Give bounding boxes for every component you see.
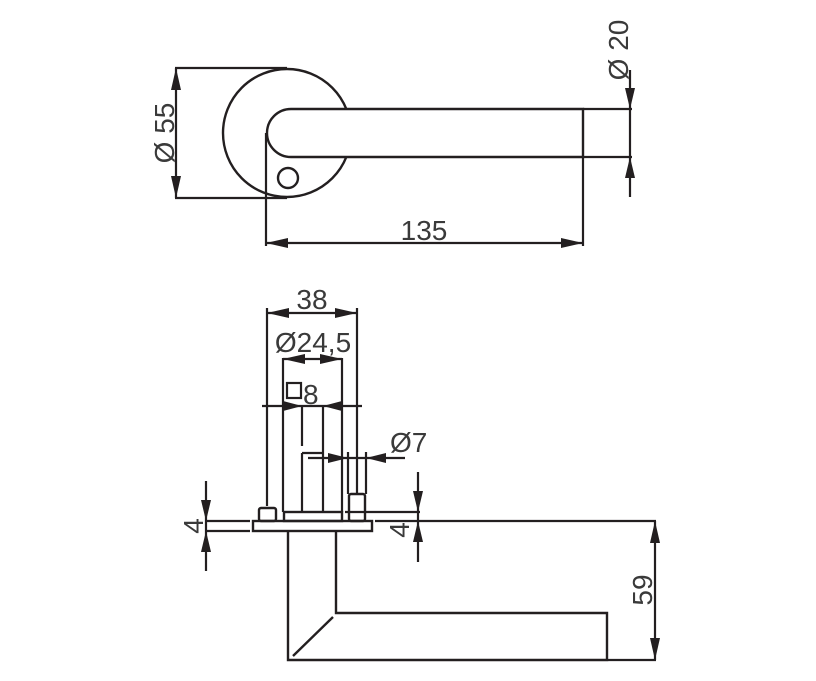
dim-rose-width: 38 — [296, 284, 327, 315]
square-spindle-icon — [285, 381, 303, 400]
top-view: Ø 55 Ø 20 135 — [149, 20, 635, 248]
dim-rose-thickness-left: 4 — [178, 518, 209, 534]
rose-hub — [282, 510, 344, 523]
dim-rose-thickness-right: 4 — [384, 522, 415, 538]
rose-plate — [251, 519, 374, 533]
screw-hole — [276, 166, 300, 190]
screw-boss-left — [257, 506, 278, 523]
dim-lever-length: 135 — [401, 215, 448, 246]
dim-lever-projection: 59 — [627, 574, 658, 605]
dim-rose-diameter: Ø 55 — [149, 103, 180, 164]
dim-spindle-square: 8 — [303, 379, 319, 410]
lever-outline — [265, 107, 585, 159]
lever-side-outline — [286, 531, 609, 662]
side-view: 38 Ø24,5 8 Ø7 4 — [178, 284, 660, 662]
screw-boss-right — [347, 492, 367, 523]
dim-screw-diameter: Ø7 — [390, 427, 427, 458]
dim-lever-diameter: Ø 20 — [603, 20, 634, 81]
dim-rose-inner-diameter: Ø24,5 — [275, 327, 351, 358]
